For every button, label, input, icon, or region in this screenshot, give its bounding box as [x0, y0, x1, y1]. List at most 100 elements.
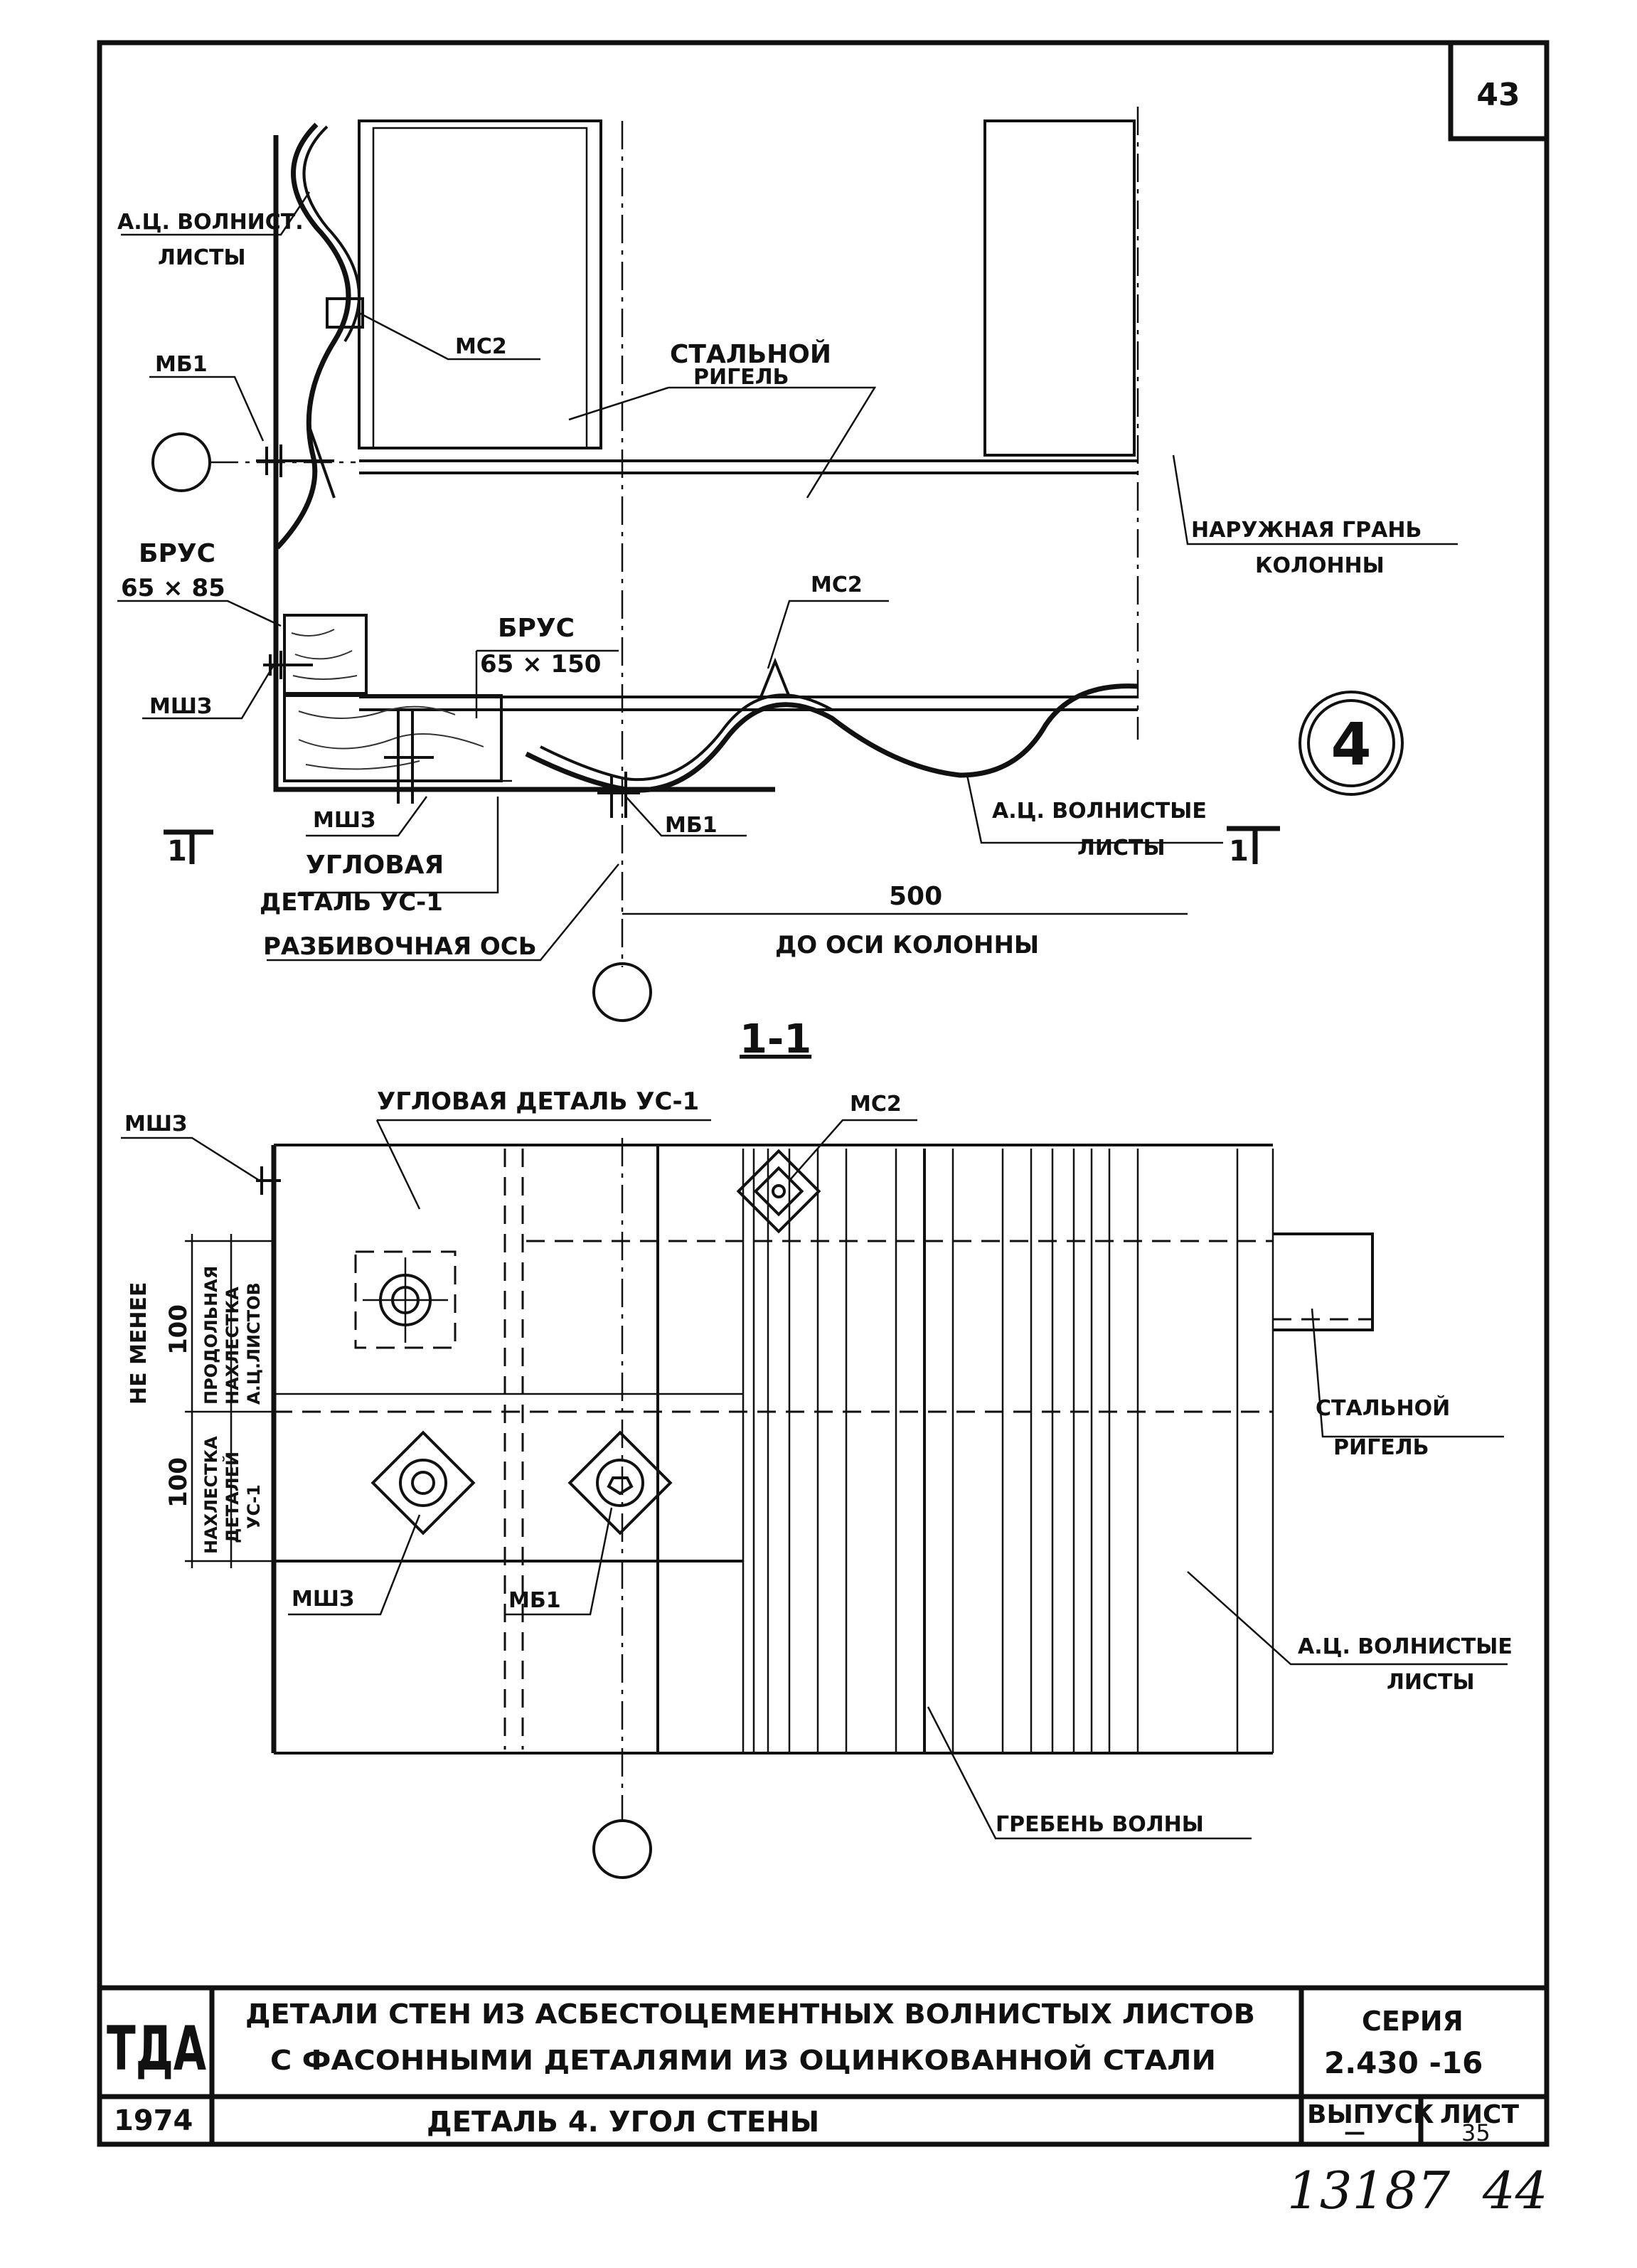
leader-mb1-bottom	[625, 796, 747, 837]
label-ac-wave-top-2: ЛИСТЫ	[158, 245, 246, 270]
label-mb1-top: МБ1	[155, 352, 208, 377]
label-mb1-section: МБ1	[508, 1588, 561, 1613]
label-mc2-mid: МС2	[811, 573, 863, 597]
section-mark-right: 1	[1229, 835, 1249, 868]
mc2-clip-mid	[759, 657, 791, 698]
mc2-clip-top	[326, 297, 364, 329]
leader-ac-wave-top	[121, 191, 311, 236]
label-ac-wave-right-1: А.Ц. ВОЛНИСТЫЕ	[992, 799, 1207, 824]
leader-mc2-mid	[767, 600, 889, 669]
leader-mc2-top	[358, 312, 540, 361]
label-steel-girder-section-2: РИГЕЛЬ	[1333, 1435, 1429, 1460]
label-steel-girder-top-1: СТАЛЬНОЙ	[670, 339, 831, 369]
leader-column-outer-face	[1172, 454, 1458, 545]
label-mc2-top: МС2	[455, 334, 507, 359]
msh3-bolt-bottom	[384, 711, 434, 804]
section-mark-right-arrow	[1227, 826, 1280, 864]
label-column-outer-face-2: КОЛОННЫ	[1255, 553, 1385, 578]
label-overlap-us1-3: УС-1	[244, 1484, 264, 1529]
label-wave-crest: ГРЕБЕНЬ ВОЛНЫ	[996, 1812, 1204, 1837]
wave-sheet-vertical	[275, 122, 351, 550]
label-ac-wave-right-2: ЛИСТЫ	[1077, 836, 1166, 861]
label-beam-65x85-1: БРУС	[139, 539, 215, 568]
leader-beam-65x150	[475, 649, 619, 718]
label-to-column-axis: ДО ОСИ КОЛОННЫ	[775, 931, 1039, 959]
label-beam-65x150-2: 65 × 150	[480, 650, 601, 678]
label-corner-part-top-2: ДЕТАЛЬ УС-1	[260, 888, 443, 917]
leader-steel-girder-top	[568, 386, 877, 499]
leader-mc2-section	[789, 1119, 917, 1181]
beam-65x85-grain	[291, 629, 358, 680]
msh3-bolt-section-bottom	[370, 1430, 476, 1535]
title-block-line1: ДЕТАЛИ СТЕН ИЗ АСБЕСТОЦЕМЕНТНЫХ ВОЛНИСТЫ…	[245, 1998, 1255, 2030]
steel-column-left-inner	[372, 127, 588, 449]
section-mark-left: 1	[167, 835, 187, 868]
leader-ac-wave-right	[966, 774, 1223, 844]
label-long-overlap-3: А.Ц.ЛИСТОВ	[244, 1282, 264, 1405]
label-msh3-top: МШЗ	[149, 694, 212, 719]
sheet-corner-box	[1448, 40, 1550, 142]
sheet-corner-number: 43	[1476, 77, 1520, 113]
label-steel-girder-section-1: СТАЛЬНОЙ	[1316, 1395, 1450, 1421]
msh3-bolt-section-edge	[256, 1166, 281, 1195]
title-block-year: 1974	[114, 2104, 193, 2137]
label-ac-wave-section-1: А.Ц. ВОЛНИСТЫЕ	[1298, 1634, 1513, 1659]
axis-bubble-top-bottom	[592, 962, 652, 1022]
detail-number: 4	[1331, 711, 1371, 779]
beam-65x85	[283, 614, 368, 695]
label-ac-wave-top-1: А.Ц. ВОЛНИСТ.	[117, 210, 304, 235]
axis-bubble-section-bottom	[592, 1819, 652, 1879]
leader-beam-65x85	[117, 600, 282, 627]
leader-mb1-top	[149, 376, 265, 442]
axis-bubble-left	[151, 432, 211, 492]
msh3-bolt-corner	[263, 651, 313, 679]
msh3-bolt-section-top	[354, 1250, 457, 1349]
detail-number-circle-outer	[1299, 691, 1404, 796]
label-dim-500: 500	[889, 882, 942, 911]
leader-corner-part-section	[375, 1119, 711, 1210]
label-corner-part-top-1: УГЛОВАЯ	[306, 851, 444, 880]
label-msh3-bottom: МШЗ	[313, 808, 375, 833]
steel-girder-stub	[1273, 1233, 1374, 1331]
wave-sheet-horizontal	[525, 683, 1139, 793]
title-block-sheet-name: ДЕТАЛЬ 4. УГОЛ СТЕНЫ	[427, 2106, 819, 2139]
label-mc2-section: МС2	[850, 1092, 902, 1117]
label-msh3-section-top: МШЗ	[124, 1112, 187, 1136]
steel-column-left	[358, 119, 602, 449]
label-not-less: НЕ МЕНЕЕ	[127, 1282, 151, 1405]
label-mb1-bottom: МБ1	[665, 813, 718, 838]
leader-corner-part-top	[299, 797, 499, 894]
beam-65x150-grain	[298, 706, 484, 770]
label-msh3-section-bottom: МШЗ	[292, 1587, 354, 1612]
label-steel-girder-top-2: РИГЕЛЬ	[693, 365, 789, 390]
leader-mb1-section	[505, 1507, 613, 1616]
leader-msh3-section-top	[121, 1136, 260, 1182]
handwritten-number: 13187 44	[1287, 2161, 1547, 2220]
label-dim-100-b: 100	[164, 1457, 193, 1508]
label-overlap-us1-2: ДЕТАЛЕЙ	[222, 1452, 242, 1543]
leader-steel-girder-section	[1311, 1308, 1504, 1438]
title-block-org: ТДА	[107, 2013, 206, 2085]
label-column-outer-face-1: НАРУЖНАЯ ГРАНЬ	[1191, 518, 1422, 543]
section-mark-left-arrow	[164, 829, 213, 864]
title-block-sheet-value: 35	[1461, 2119, 1491, 2146]
label-beam-65x150-1: БРУС	[498, 614, 575, 643]
label-long-overlap-2: НАХЛЕСТКА	[223, 1287, 242, 1405]
mb1-bolt-bottom	[597, 772, 640, 818]
label-dim-100-a: 100	[164, 1304, 193, 1355]
detail-number-circle-inner	[1307, 699, 1395, 787]
leader-msh3-top	[142, 664, 275, 720]
wave-sheet-horizontal-2	[540, 693, 833, 782]
leader-wave-crest	[927, 1706, 1252, 1840]
label-overlap-us1-1: НАХЛЕСТКА	[201, 1436, 221, 1554]
beam-65x150	[283, 694, 503, 782]
wave-sheet-vertical-2	[302, 125, 361, 343]
title-block-issue-label: ВЫПУСК	[1307, 2100, 1434, 2129]
sheet-frame	[97, 40, 1550, 2147]
corner-part-us1	[273, 135, 775, 792]
leader-ac-wave-section	[1187, 1571, 1508, 1666]
leader-msh3-bottom	[306, 796, 428, 837]
leader-msh3-section-bottom	[288, 1514, 421, 1616]
mb1-bolt-section	[567, 1430, 673, 1535]
label-layout-axis: РАЗБИВОЧНАЯ ОСЬ	[263, 932, 537, 961]
